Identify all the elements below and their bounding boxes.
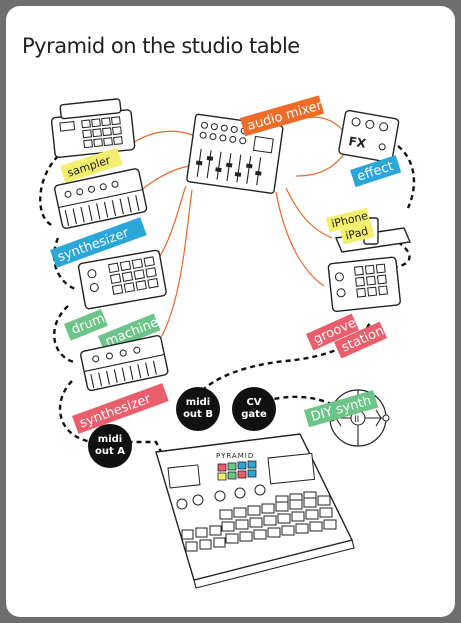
svg-text:gate: gate (241, 409, 267, 420)
svg-text:midi: midi (98, 434, 122, 445)
svg-text:PYRAMID: PYRAMID (216, 452, 254, 460)
sampler-device (50, 98, 136, 159)
svg-text:iPad: iPad (344, 224, 369, 242)
port-midi-out-a: midi out A (88, 424, 132, 468)
drum-machine-device (77, 249, 167, 310)
port-cv-gate: CV gate (232, 387, 276, 431)
card: Pyramid on the studio table (6, 6, 455, 617)
svg-text:out B: out B (183, 409, 213, 420)
svg-text:midi: midi (186, 397, 210, 408)
ipad-label: iPad (340, 222, 375, 245)
page-title: Pyramid on the studio table (22, 34, 300, 58)
synthesizer-2-label: synthesizer (72, 383, 169, 434)
pyramid-sequencer: PYRAMID (155, 433, 355, 589)
svg-text:CV: CV (246, 397, 261, 408)
synthesizer-1-device (54, 168, 148, 229)
pyramid-knobs (176, 484, 266, 510)
synthesizer-2-device (80, 334, 169, 392)
svg-text:out A: out A (95, 446, 125, 457)
pyramid-color-buttons (217, 460, 257, 481)
svg-text:FX: FX (347, 134, 367, 151)
audio-mixer-device (186, 113, 284, 194)
pyramid-pads (181, 491, 337, 552)
svg-text:II: II (354, 415, 359, 425)
studio-diagram: sampler synthesizer drum (39, 95, 416, 589)
effect-device: FX (338, 109, 400, 163)
groove-station-device (327, 256, 401, 313)
port-midi-out-b: midi out B (176, 387, 220, 431)
